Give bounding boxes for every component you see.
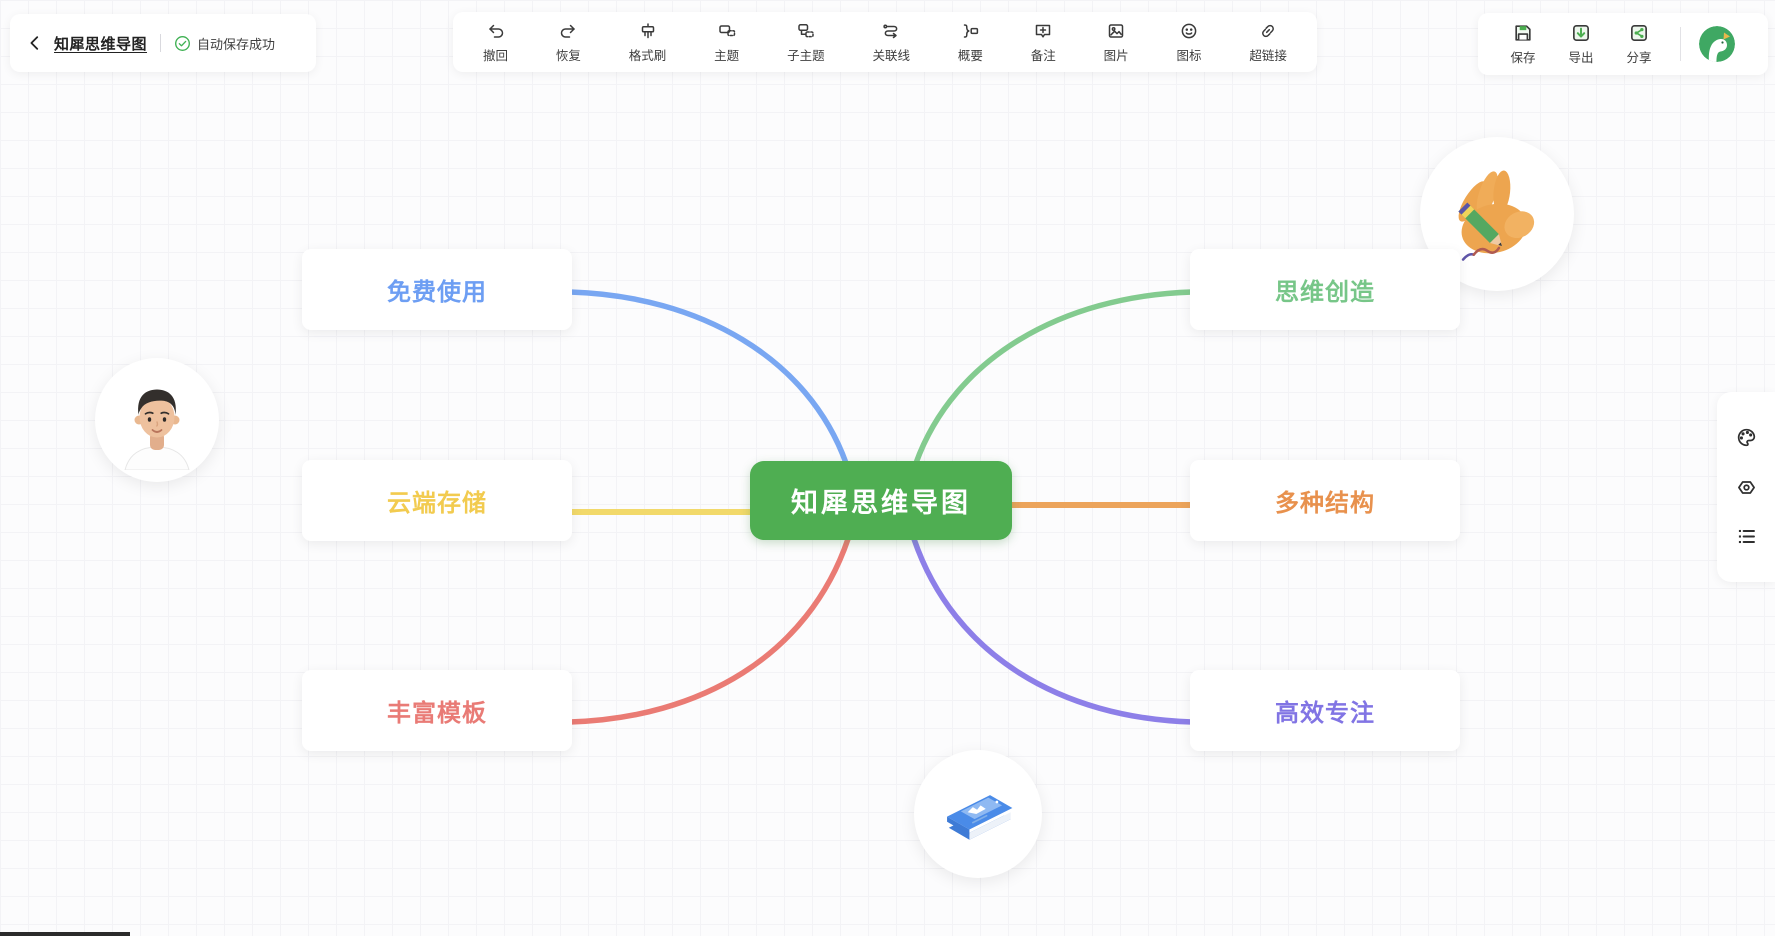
link-branch-2 bbox=[567, 536, 851, 725]
note-icon bbox=[1035, 24, 1051, 38]
summary-button[interactable]: 概要 bbox=[958, 21, 983, 64]
style-side-panel bbox=[1717, 392, 1775, 582]
title-bar: 知犀思维导图 自动保存成功 bbox=[10, 14, 316, 72]
document-title[interactable]: 知犀思维导图 bbox=[54, 35, 148, 53]
actions-bar: 保存 导出 分享 bbox=[1478, 13, 1768, 75]
root-node[interactable]: 知犀思维导图 bbox=[750, 461, 1012, 540]
format-painter-button[interactable]: 格式刷 bbox=[628, 21, 667, 64]
tool-label: 关联线 bbox=[872, 48, 910, 63]
tool-label: 概要 bbox=[957, 48, 983, 63]
autosave-status: 自动保存成功 bbox=[174, 34, 275, 53]
hand-pencil-icon bbox=[1458, 170, 1535, 261]
hyperlink-button[interactable]: 超链接 bbox=[1249, 21, 1287, 64]
main-toolbar: 撤回 恢复 格式刷 主题 子主题 关 bbox=[453, 12, 1317, 72]
save-icon bbox=[1515, 25, 1531, 41]
actions-separator bbox=[1680, 27, 1681, 61]
back-chevron-icon bbox=[30, 36, 39, 50]
tool-label: 图片 bbox=[1103, 48, 1129, 63]
image-button[interactable]: 图片 bbox=[1104, 21, 1129, 64]
emoji-icon bbox=[1181, 23, 1197, 38]
relation-line-icon bbox=[883, 24, 898, 38]
back-button[interactable] bbox=[26, 34, 44, 52]
share-button[interactable]: 分享 bbox=[1616, 22, 1662, 66]
person-avatar-icon bbox=[124, 389, 190, 470]
user-avatar[interactable] bbox=[1699, 26, 1735, 62]
branch-node-rich-templates[interactable]: 丰富模板 bbox=[302, 670, 572, 751]
tool-label: 超链接 bbox=[1249, 48, 1287, 63]
outline-list-icon bbox=[1738, 529, 1755, 543]
structure-button[interactable] bbox=[1735, 476, 1758, 499]
structure-icon bbox=[1737, 480, 1755, 494]
branch-node-free-use[interactable]: 免费使用 bbox=[302, 249, 572, 330]
autosave-status-text: 自动保存成功 bbox=[197, 36, 276, 52]
link-branch-0 bbox=[567, 289, 849, 466]
link-branch-3 bbox=[913, 289, 1195, 466]
tool-label: 备注 bbox=[1030, 48, 1056, 63]
action-label: 分享 bbox=[1626, 51, 1652, 65]
redo-button[interactable]: 恢复 bbox=[556, 21, 581, 64]
image-icon bbox=[1108, 23, 1124, 38]
link-branch-5 bbox=[911, 536, 1195, 725]
note-button[interactable]: 备注 bbox=[1031, 21, 1056, 64]
export-icon bbox=[1573, 25, 1589, 41]
relation-line-button[interactable]: 关联线 bbox=[872, 21, 910, 64]
branch-node-cloud-storage[interactable]: 云端存储 bbox=[302, 460, 572, 541]
branch-node-efficient-focus[interactable]: 高效专注 bbox=[1190, 670, 1460, 751]
summary-icon bbox=[964, 23, 979, 38]
branch-node-multi-structure[interactable]: 多种结构 bbox=[1190, 460, 1460, 541]
palette-icon bbox=[1737, 429, 1755, 447]
topic-icon bbox=[718, 24, 735, 36]
tool-label: 格式刷 bbox=[628, 48, 667, 63]
screen-edge-artifact bbox=[0, 932, 130, 936]
tool-label: 图标 bbox=[1176, 48, 1202, 63]
person-avatar-sticker bbox=[95, 358, 219, 482]
export-button[interactable]: 导出 bbox=[1558, 22, 1604, 66]
undo-icon bbox=[488, 24, 503, 38]
action-label: 保存 bbox=[1510, 51, 1536, 65]
branch-node-mind-creation[interactable]: 思维创造 bbox=[1190, 249, 1460, 330]
title-separator bbox=[160, 34, 162, 52]
format-painter-icon bbox=[641, 22, 654, 38]
undo-button[interactable]: 撤回 bbox=[483, 21, 508, 64]
rhino-logo-icon bbox=[1699, 26, 1735, 62]
check-circle-icon bbox=[175, 35, 190, 51]
blue-book-sticker bbox=[914, 750, 1042, 878]
emoji-icon-button[interactable]: 图标 bbox=[1177, 21, 1202, 64]
share-icon bbox=[1631, 25, 1647, 41]
subtopic-icon bbox=[798, 23, 814, 37]
tool-label: 子主题 bbox=[787, 48, 825, 63]
theme-style-button[interactable] bbox=[1735, 426, 1758, 449]
hyperlink-icon bbox=[1262, 24, 1275, 37]
topic-button[interactable]: 主题 bbox=[714, 21, 739, 64]
tool-label: 撤回 bbox=[483, 48, 509, 63]
action-label: 导出 bbox=[1568, 51, 1594, 65]
subtopic-button[interactable]: 子主题 bbox=[787, 21, 825, 64]
tool-label: 恢复 bbox=[555, 48, 581, 63]
save-button[interactable]: 保存 bbox=[1500, 22, 1546, 66]
book-icon bbox=[947, 795, 1013, 840]
redo-icon bbox=[561, 24, 576, 38]
outline-button[interactable] bbox=[1735, 525, 1758, 548]
tool-label: 主题 bbox=[714, 48, 740, 63]
